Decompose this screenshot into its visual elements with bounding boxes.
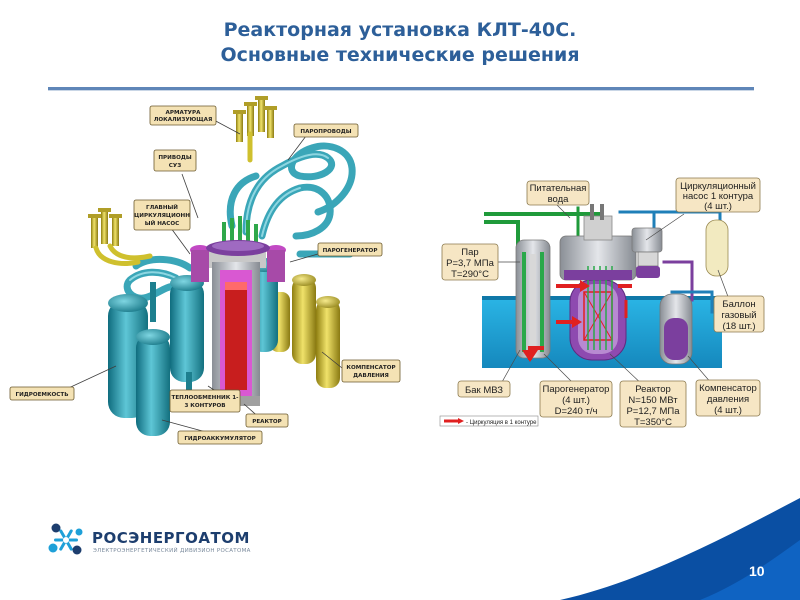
- label-mvz-tank: Бак МВЗ: [457, 380, 511, 398]
- svg-text:(4 шт.): (4 шт.): [562, 395, 590, 406]
- svg-text:СУЗ: СУЗ: [169, 163, 181, 169]
- callout-paroprovody: ПАРОПРОВОДЫ: [293, 123, 359, 138]
- title-line-2: Основные технические решения: [220, 44, 580, 66]
- title-line-1: Реакторная установка КЛТ-40С.: [223, 19, 577, 41]
- svg-text:ПРИВОДЫ: ПРИВОДЫ: [158, 155, 191, 161]
- pressurizer-vessels: [270, 274, 340, 388]
- svg-text:ЫЙ НАСОС: ЫЙ НАСОС: [145, 219, 179, 227]
- svg-text:давления: давления: [707, 394, 749, 405]
- svg-text:T=350°C: T=350°C: [634, 417, 672, 428]
- svg-text:газовый: газовый: [721, 310, 756, 321]
- label-circulation-pump: Циркуляционный насос 1 контура (4 шт.): [675, 177, 761, 213]
- svg-text:ГЛАВНЫЙ: ГЛАВНЫЙ: [146, 203, 178, 211]
- svg-text:Пар: Пар: [461, 247, 478, 258]
- slide-title: Реакторная установка КЛТ-40С. Основные т…: [0, 18, 800, 68]
- logo-subtitle: ЭЛЕКТРОЭНЕРГЕТИЧЕСКИЙ ДИВИЗИОН РОСАТОМА: [93, 548, 251, 554]
- label-steam: Пар P=3,7 МПа T=290°C: [441, 243, 499, 281]
- svg-text:Парогенератор: Парогенератор: [543, 384, 610, 395]
- label-pressurizer: Компенсатор давления (4 шт.): [695, 379, 761, 417]
- reactor-vessel: [556, 204, 637, 361]
- pressurizer: [659, 293, 693, 365]
- localizing-valves: [88, 96, 277, 248]
- svg-text:КОМПЕНСАТОР: КОМПЕНСАТОР: [346, 365, 395, 371]
- steam-generator-unit: [515, 239, 551, 362]
- svg-text:ЦИРКУЛЯЦИОНН: ЦИРКУЛЯЦИОНН: [134, 213, 190, 219]
- svg-text:Компенсатор: Компенсатор: [699, 383, 757, 394]
- callout-hydro-accumulator: ГИДРОАККУМУЛЯТОР: [177, 430, 263, 445]
- svg-text:вода: вода: [548, 194, 570, 205]
- svg-text:Реактор: Реактор: [635, 384, 671, 395]
- title-divider-shadow: [48, 90, 754, 91]
- svg-text:- Циркуляция в 1 контуре: - Циркуляция в 1 контуре: [466, 420, 537, 426]
- gas-cylinder: [705, 219, 729, 277]
- label-feed-water: Питательная вода: [526, 180, 590, 206]
- rosenergoatom-logo-icon: [48, 523, 83, 555]
- svg-text:N=150 МВт: N=150 МВт: [628, 395, 678, 406]
- svg-text:ГИДРОАККУМУЛЯТОР: ГИДРОАККУМУЛЯТОР: [184, 436, 255, 442]
- callout-heat-exchanger: ТЕПЛООБМЕННИК 1- 3 КОНТУРОВ: [169, 389, 241, 413]
- callout-steam-generator: ПАРОГЕНЕРАТОР: [317, 242, 383, 257]
- footer-band: [560, 498, 800, 600]
- svg-text:РЕАКТОР: РЕАКТОР: [252, 419, 282, 425]
- circulation-legend: - Циркуляция в 1 контуре: [439, 415, 539, 427]
- svg-text:P=3,7 МПа: P=3,7 МПа: [446, 258, 494, 269]
- svg-text:ГИДРОЕМКОСТЬ: ГИДРОЕМКОСТЬ: [16, 392, 69, 398]
- svg-text:насос 1 контура: насос 1 контура: [683, 191, 754, 202]
- svg-text:Баллон: Баллон: [722, 299, 755, 310]
- label-reactor: Реактор N=150 МВт P=12,7 МПа T=350°C: [619, 380, 687, 428]
- callout-main-circulation-pump: ГЛАВНЫЙ ЦИРКУЛЯЦИОНН ЫЙ НАСОС: [133, 199, 191, 231]
- svg-text:Бак МВЗ: Бак МВЗ: [465, 385, 503, 396]
- svg-text:ПАРОГЕНЕРАТОР: ПАРОГЕНЕРАТОР: [323, 248, 378, 254]
- title-divider: [48, 87, 754, 90]
- hydro-vessels: [108, 258, 278, 436]
- svg-text:T=290°C: T=290°C: [451, 269, 489, 280]
- svg-text:(4 шт.): (4 шт.): [704, 201, 732, 212]
- page-number: 10: [749, 563, 765, 579]
- svg-text:ЛОКАЛИЗУЮЩАЯ: ЛОКАЛИЗУЮЩАЯ: [154, 117, 213, 123]
- svg-text:АРМАТУРА: АРМАТУРА: [166, 110, 202, 116]
- label-steam-generator: Парогенератор (4 шт.) D=240 т/ч: [539, 380, 613, 418]
- callout-hydro-tank: ГИДРОЕМКОСТЬ: [9, 386, 75, 401]
- callout-privody-suz: ПРИВОДЫ СУЗ: [153, 149, 197, 172]
- svg-text:(18 шт.): (18 шт.): [722, 321, 755, 332]
- svg-text:Питательная: Питательная: [530, 183, 587, 194]
- svg-text:P=12,7 МПа: P=12,7 МПа: [626, 406, 680, 417]
- svg-text:ТЕПЛООБМЕННИК 1-: ТЕПЛООБМЕННИК 1-: [172, 395, 240, 401]
- label-gas-cylinder: Баллон газовый (18 шт.): [713, 295, 765, 333]
- reactor-core-block: [190, 216, 286, 406]
- svg-text:(4 шт.): (4 шт.): [714, 405, 742, 416]
- reactor-3d-illustration: АРМАТУРА ЛОКАЛИЗУЮЩАЯ ПАРОПРОВОДЫ ПРИВОД…: [9, 96, 401, 445]
- svg-text:3 КОНТУРОВ: 3 КОНТУРОВ: [184, 403, 225, 409]
- svg-text:ДАВЛЕНИЯ: ДАВЛЕНИЯ: [353, 373, 389, 379]
- svg-text:D=240 т/ч: D=240 т/ч: [555, 406, 598, 417]
- svg-text:ПАРОПРОВОДЫ: ПАРОПРОВОДЫ: [300, 129, 351, 135]
- svg-text:Циркуляционный: Циркуляционный: [680, 181, 756, 192]
- circulation-pump: [631, 227, 663, 278]
- callout-pressurizer: КОМПЕНСАТОР ДАВЛЕНИЯ: [341, 359, 401, 383]
- logo-name: РОСЭНЕРГОАТОМ: [92, 529, 250, 547]
- callout-reactor: РЕАКТОР: [245, 413, 289, 428]
- callout-armatura: АРМАТУРА ЛОКАЛИЗУЮЩАЯ: [149, 105, 217, 126]
- primary-circuit-schematic: Питательная вода Циркуляционный насос 1 …: [439, 177, 765, 428]
